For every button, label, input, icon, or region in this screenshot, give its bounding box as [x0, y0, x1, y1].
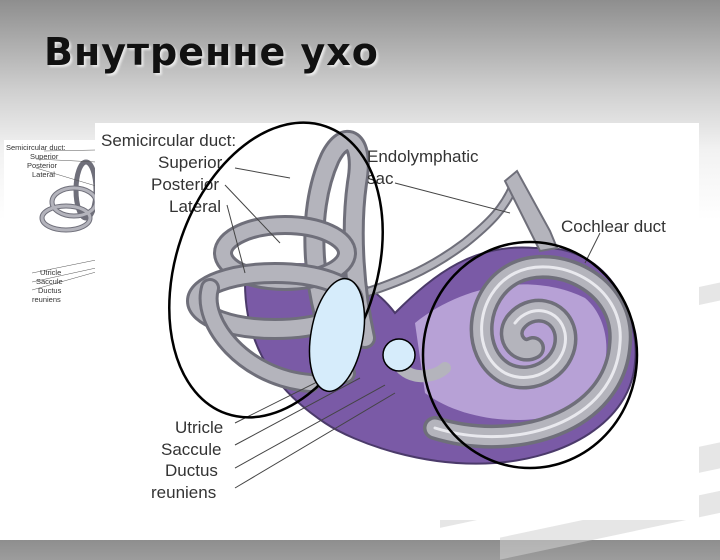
label-reuniens: reuniens	[151, 483, 217, 502]
slide-title: Внутренне ухо	[44, 30, 379, 74]
utricle-highlight	[308, 277, 366, 393]
cochlea	[423, 254, 633, 449]
label-utricle: Utricle	[175, 418, 224, 437]
label-saccule: Saccule	[161, 440, 222, 459]
thumb-label-semicircular-duct: Semicircular duct:	[6, 143, 66, 152]
label-sac: sac	[367, 169, 394, 188]
thumbnail-ear-drawing	[31, 149, 99, 291]
thumb-label-saccule: Saccule	[36, 277, 63, 286]
cochlea-outline	[421, 240, 639, 470]
thumbnail-figure: Semicircular duct: Superior Posterior La…	[4, 140, 100, 310]
label-ductus: Ductus	[165, 461, 218, 480]
label-endolymphatic: Endolymphatic	[367, 147, 479, 166]
thumb-label-posterior: Posterior	[27, 161, 58, 170]
thumb-label-ductus: Ductus	[38, 286, 62, 295]
label-semicircular-duct: Semicircular duct:	[101, 131, 237, 150]
label-superior: Superior	[158, 153, 223, 172]
label-cochlear-duct: Cochlear duct	[561, 217, 666, 236]
thumb-label-lateral: Lateral	[32, 170, 55, 179]
semicircular-canals-outline	[168, 121, 384, 419]
label-posterior: Posterior	[151, 175, 220, 194]
endolymphatic-sac	[503, 169, 559, 253]
thumb-label-superior: Superior	[30, 152, 59, 161]
thumb-label-utricle: Utricle	[40, 268, 62, 277]
highlight-overlay	[168, 121, 639, 470]
thumb-label-reuniens: reuniens	[32, 295, 61, 304]
saccule-highlight	[382, 338, 416, 372]
